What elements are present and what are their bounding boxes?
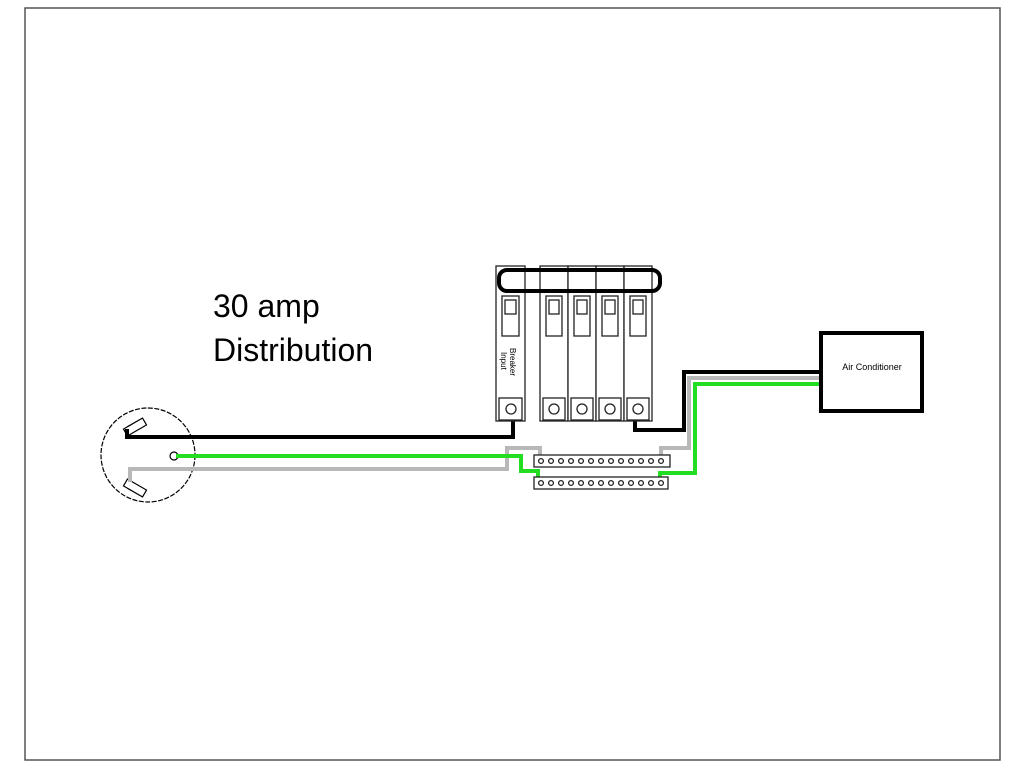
bus-screw xyxy=(617,479,625,487)
receptacle xyxy=(100,407,196,503)
bus-screw xyxy=(547,479,555,487)
bus-screw xyxy=(577,479,585,487)
bus-screw xyxy=(597,479,605,487)
neutral-wire-ac xyxy=(659,376,820,461)
bus-screw xyxy=(567,479,575,487)
bus-screw xyxy=(647,457,655,465)
input-breaker-label-2: Breaker xyxy=(508,348,517,376)
branch-breaker[interactable] xyxy=(623,265,653,422)
bus-screw xyxy=(547,457,555,465)
bus-screw xyxy=(657,457,665,465)
bus-screw xyxy=(637,479,645,487)
ground-wire-input xyxy=(176,454,540,483)
title-line-2: Distribution xyxy=(213,332,374,368)
bus-screw xyxy=(627,479,635,487)
bus-screw xyxy=(607,457,615,465)
bus-screw xyxy=(557,479,565,487)
input-breaker-label-1: Input xyxy=(499,352,508,371)
bus-screw xyxy=(597,457,605,465)
bus-screw xyxy=(607,479,615,487)
title-line-1: 30 amp xyxy=(213,288,320,324)
bus-screw xyxy=(587,479,595,487)
bus-screw xyxy=(577,457,585,465)
hot-wire-input xyxy=(125,410,515,439)
bus-screw xyxy=(557,457,565,465)
bus-screw xyxy=(627,457,635,465)
breaker-panel xyxy=(495,265,662,422)
ground-wire-ac xyxy=(658,382,820,483)
bus-tie-bar xyxy=(497,268,662,293)
diagram-title: 30 amp Distribution xyxy=(213,284,373,372)
neutral-wire-input xyxy=(128,446,542,482)
bus-screw xyxy=(657,479,665,487)
bus-screw xyxy=(537,457,545,465)
air-conditioner-label: Air Conditioner xyxy=(842,362,902,372)
frame-border xyxy=(24,7,1001,761)
bus-screw xyxy=(537,479,545,487)
bus-screw xyxy=(647,479,655,487)
bus-screw xyxy=(567,457,575,465)
hot-wire-ac xyxy=(633,370,820,432)
air-conditioner-box xyxy=(819,331,924,413)
bus-screw xyxy=(617,457,625,465)
bus-screw xyxy=(587,457,595,465)
bus-screw xyxy=(637,457,645,465)
neutral-slot xyxy=(122,478,148,498)
